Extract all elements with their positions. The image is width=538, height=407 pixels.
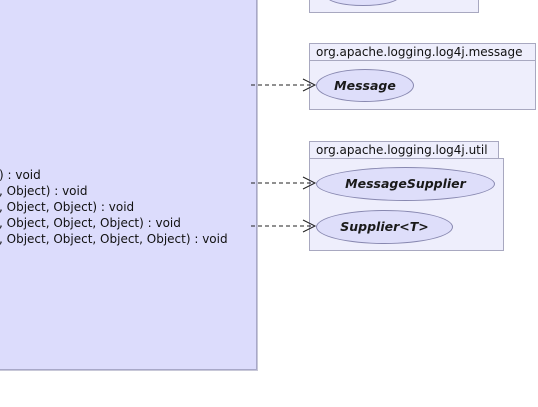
method-signature: , Object) : void <box>0 184 88 198</box>
message-supplier-interface-node[interactable]: MessageSupplier <box>316 167 495 201</box>
method-signature: , Object, Object, Object) : void <box>0 216 181 230</box>
method-signature: ) : void <box>0 168 41 182</box>
source-class-box[interactable]: ) : void , Object) : void , Object, Obje… <box>0 0 257 370</box>
arrow-head-icon <box>302 78 317 92</box>
method-signature: , Object, Object) : void <box>0 200 135 214</box>
arrow-head-icon <box>302 219 317 233</box>
package-message-label: org.apache.logging.log4j.message <box>309 43 536 61</box>
supplier-interface-node[interactable]: Supplier<T> <box>316 210 453 244</box>
arrow-head-icon <box>302 176 317 190</box>
message-interface-node[interactable]: Message <box>316 69 414 102</box>
method-signature: , Object, Object, Object, Object) : void <box>0 232 228 246</box>
